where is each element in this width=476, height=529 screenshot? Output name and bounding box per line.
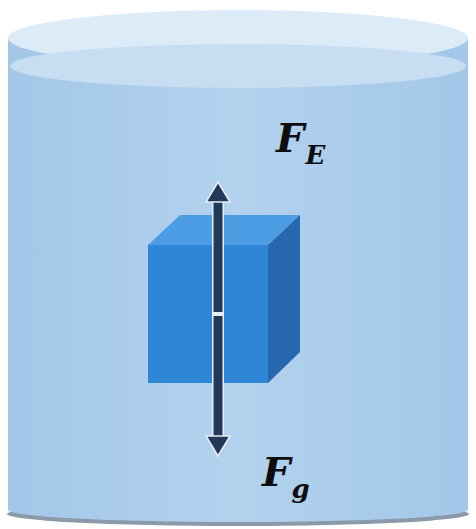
water-body (8, 38, 468, 522)
force-symbol: F (276, 118, 304, 158)
force-symbol: F (262, 452, 290, 492)
buoyancy-arrow (214, 200, 223, 312)
force-subscript: E (305, 142, 325, 168)
force-arrows (206, 182, 230, 456)
force-subscript: g (291, 476, 309, 502)
arrow-head-down (206, 436, 230, 456)
cube-side (268, 215, 300, 383)
cube-front (148, 245, 268, 383)
arrow-head-up (206, 182, 230, 202)
water-surface (10, 44, 466, 88)
gravity-arrow (214, 316, 223, 440)
arrow-outline (212, 200, 224, 440)
